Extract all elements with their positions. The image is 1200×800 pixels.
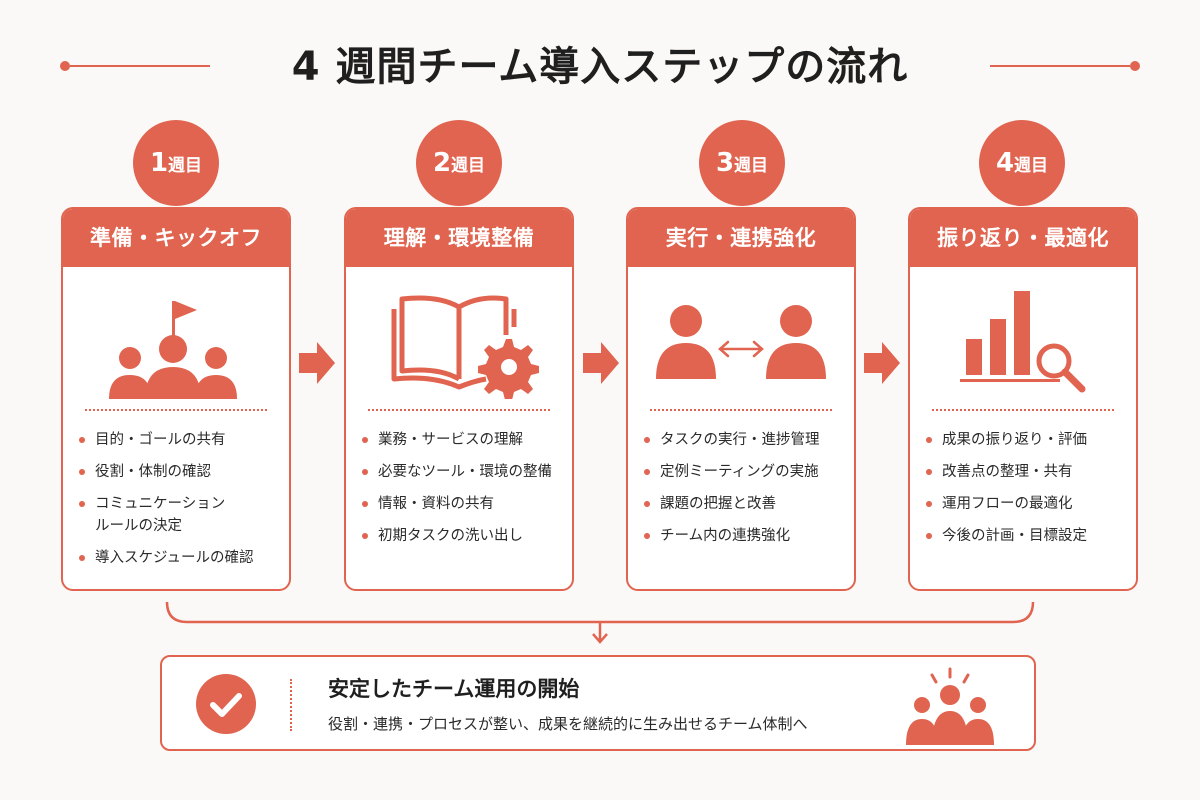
week-number: 1: [149, 148, 169, 178]
step-task-list: 業務・サービスの理解 必要なツール・環境の整備 情報・資料の共有 初期タスクの洗…: [362, 429, 562, 557]
step-card-week-4: 振り返り・最適化 成果の振り返り・評価 改善点の整理・共有 運用フローの最適化 …: [908, 207, 1138, 591]
week-badge-1: 1週目: [133, 120, 219, 206]
card-separator: [650, 409, 832, 411]
list-item: 導入スケジュールの確認: [79, 547, 279, 569]
title-dot-right: [1130, 61, 1140, 71]
chart-magnifier-icon: [960, 291, 1086, 393]
list-item: 定例ミーティングの実施: [644, 461, 844, 483]
team-flag-icon: [109, 301, 237, 399]
page-title: 4 週間チーム導入ステップの流れ: [291, 44, 909, 90]
week-unit: 週目: [1014, 156, 1049, 176]
people-exchange-icon: [656, 305, 826, 379]
result-title: 安定したチーム運用の開始: [328, 677, 580, 701]
week-unit: 週目: [168, 156, 203, 176]
week-badge-3: 3週目: [699, 120, 785, 206]
arrow-right-icon: [299, 342, 335, 384]
list-item: 業務・サービスの理解: [362, 429, 562, 451]
result-summary: 安定したチーム運用の開始 役割・連携・プロセスが整い、成果を継続的に生み出せるチ…: [160, 655, 1036, 751]
list-item: 役割・体制の確認: [79, 461, 279, 483]
week-number: 2: [432, 148, 452, 178]
card-separator: [368, 409, 550, 411]
list-item: 今後の計画・目標設定: [926, 525, 1126, 547]
step-heading: 準備・キックオフ: [63, 209, 289, 267]
card-separator: [932, 409, 1114, 411]
list-item: 改善点の整理・共有: [926, 461, 1126, 483]
list-item: チーム内の連携強化: [644, 525, 844, 547]
title-banner: 4 週間チーム導入ステップの流れ: [60, 40, 1140, 94]
step-heading: 振り返り・最適化: [910, 209, 1136, 267]
step-task-list: タスクの実行・進捗管理 定例ミーティングの実施 課題の把握と改善 チーム内の連携…: [644, 429, 844, 557]
step-heading: 実行・連携強化: [628, 209, 854, 267]
week-unit: 週目: [734, 156, 769, 176]
title-rule-right: [990, 65, 1130, 67]
step-task-list: 目的・ゴールの共有 役割・体制の確認 コミュニケーション ルールの決定 導入スケ…: [79, 429, 279, 579]
bracket-connector: [165, 601, 1035, 644]
arrow-right-icon: [583, 342, 619, 384]
week-number: 4: [995, 148, 1015, 178]
step-card-week-3: 実行・連携強化 タスクの実行・進捗管理 定例ミーティングの実施 課題の把握と改善…: [626, 207, 856, 591]
title-rule-left: [70, 65, 210, 67]
list-item: 必要なツール・環境の整備: [362, 461, 562, 483]
list-item: 情報・資料の共有: [362, 493, 562, 515]
step-heading: 理解・環境整備: [346, 209, 572, 267]
list-item: タスクの実行・進捗管理: [644, 429, 844, 451]
list-item: 運用フローの最適化: [926, 493, 1126, 515]
list-item: 目的・ゴールの共有: [79, 429, 279, 451]
list-item: 初期タスクの洗い出し: [362, 525, 562, 547]
step-task-list: 成果の振り返り・評価 改善点の整理・共有 運用フローの最適化 今後の計画・目標設…: [926, 429, 1126, 557]
step-card-week-2: 理解・環境整備 業務・サービスの理解 必要なツール・環境の整備 情報・資料の共有…: [344, 207, 574, 591]
week-number: 3: [715, 148, 735, 178]
step-card-week-1: 準備・キックオフ 目的・ゴールの共有 役割・体制の確認 コミュニケーション ルー…: [61, 207, 291, 591]
list-item: 課題の把握と改善: [644, 493, 844, 515]
title-dot-left: [60, 61, 70, 71]
card-separator: [85, 409, 267, 411]
team-celebrate-icon: [906, 667, 994, 745]
week-unit: 週目: [451, 156, 486, 176]
result-divider: [290, 679, 292, 731]
result-description: 役割・連携・プロセスが整い、成果を継続的に生み出せるチーム体制へ: [328, 715, 808, 733]
week-badge-2: 2週目: [416, 120, 502, 206]
week-badge-4: 4週目: [979, 120, 1065, 206]
arrow-right-icon: [864, 342, 900, 384]
book-gear-icon: [391, 295, 539, 399]
check-circle-icon: [196, 674, 256, 734]
list-item: コミュニケーション ルールの決定: [79, 493, 279, 537]
list-item: 成果の振り返り・評価: [926, 429, 1126, 451]
